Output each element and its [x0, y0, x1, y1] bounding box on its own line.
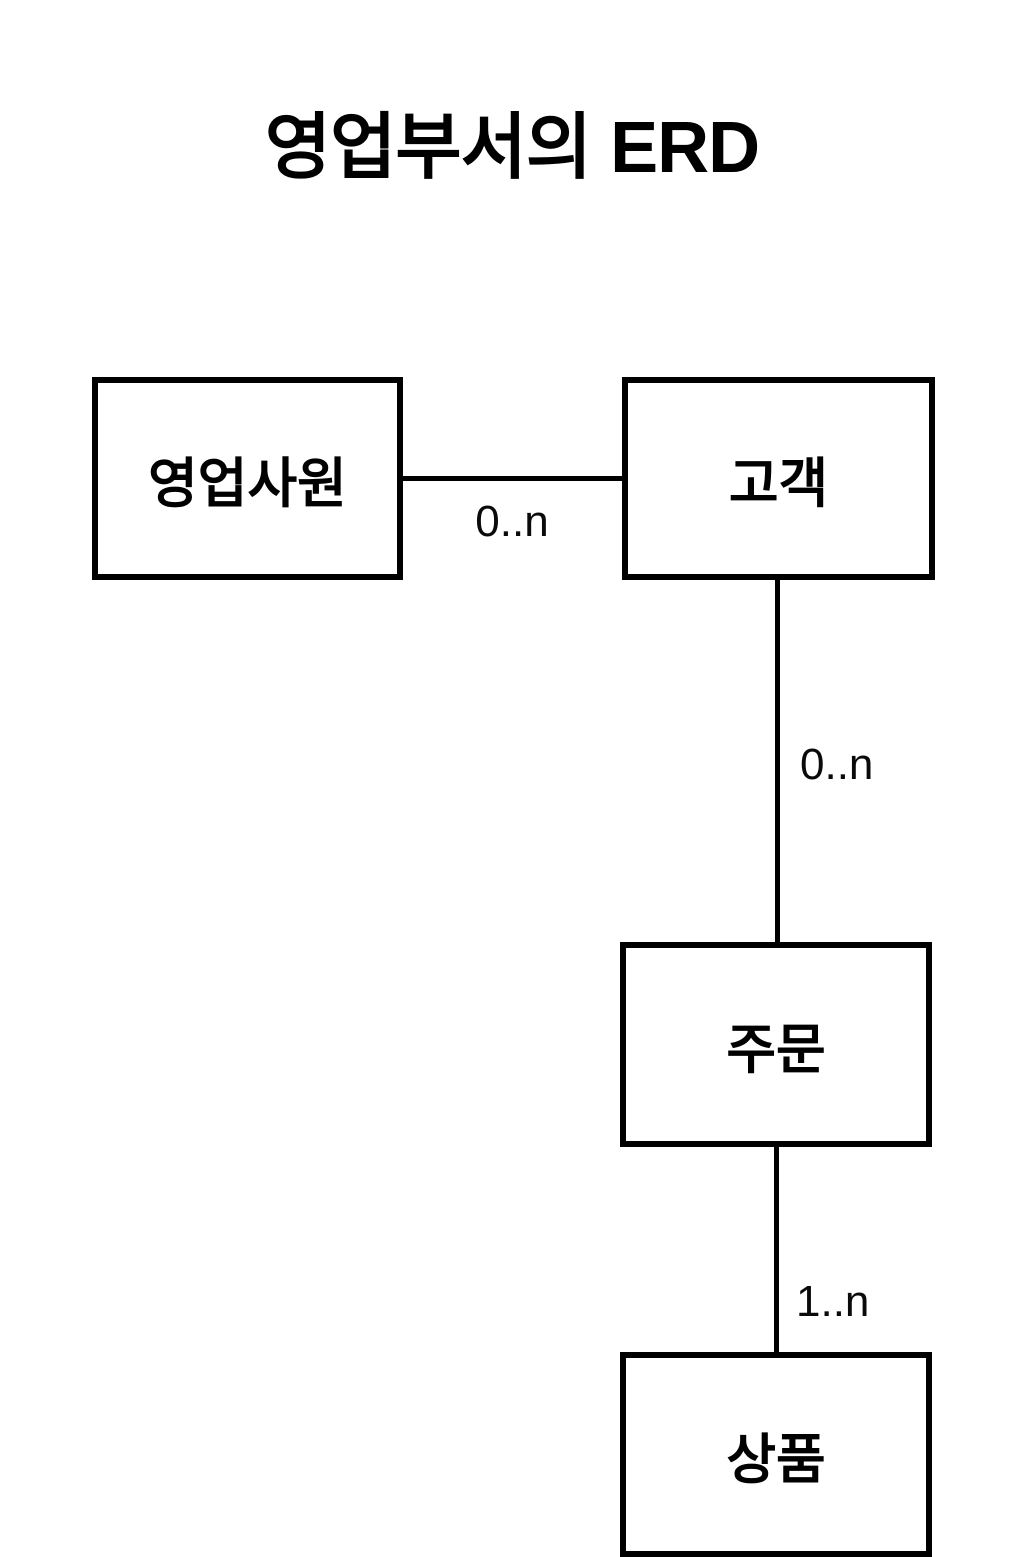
connector-customer-order: [775, 578, 780, 944]
entity-customer: 고객: [622, 377, 935, 580]
entity-order: 주문: [620, 942, 932, 1147]
entity-sales-rep-label: 영업사원: [148, 454, 347, 514]
cardinality-salesrep-customer: 0..n: [475, 497, 549, 546]
connector-salesrep-customer: [403, 476, 622, 481]
entity-product: 상품: [620, 1352, 932, 1557]
entity-sales-rep: 영업사원: [92, 377, 403, 580]
entity-product-label: 상품: [726, 1430, 826, 1490]
diagram-title: 영업부서의 ERD: [264, 108, 760, 188]
entity-customer-label: 고객: [728, 454, 829, 514]
cardinality-order-product: 1..n: [796, 1277, 870, 1326]
connector-order-product: [774, 1145, 779, 1354]
entity-order-label: 주문: [726, 1020, 826, 1080]
cardinality-customer-order: 0..n: [800, 740, 874, 789]
